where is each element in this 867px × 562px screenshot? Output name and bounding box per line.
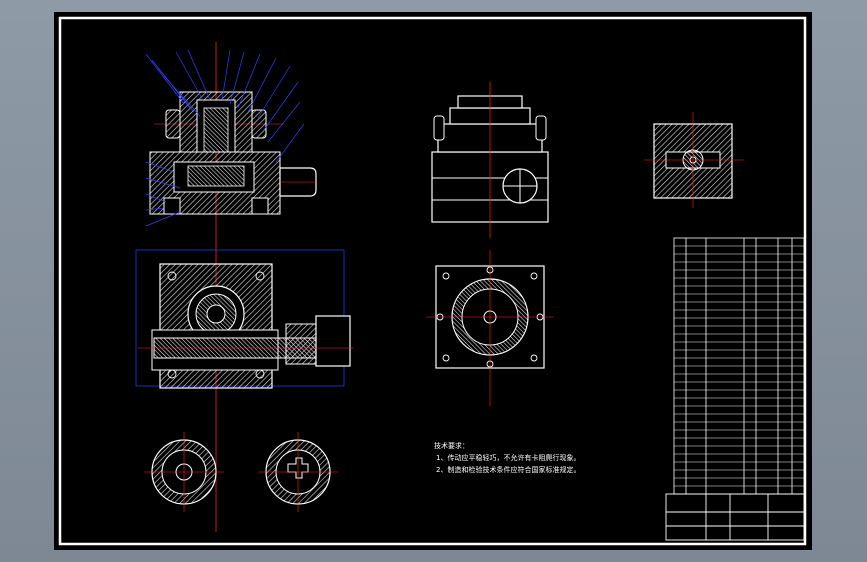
drawing-sheet: 技术要求： 1、传动应平稳轻巧，不允许有卡阻爬行现象。 2、制造和检验技术条件应… — [54, 12, 812, 550]
top-view — [426, 250, 554, 406]
technical-requirement-1: 1、传动应平稳轻巧，不允许有卡阻爬行现象。 — [436, 454, 581, 462]
section-detail-view — [644, 112, 744, 208]
main-section-view — [145, 42, 317, 532]
round-view-left — [144, 432, 224, 512]
plan-section-view — [135, 249, 354, 389]
technical-requirement-2: 2、制造和检验技术条件应符合国家标准规定。 — [436, 466, 581, 474]
inner-border — [58, 16, 807, 546]
cad-drawing — [58, 16, 807, 546]
title-block — [665, 493, 805, 541]
technical-requirements-heading: 技术要求： — [434, 442, 469, 450]
front-exterior-view — [431, 82, 549, 238]
round-view-right — [258, 432, 338, 512]
parts-list-rows — [674, 245, 804, 487]
